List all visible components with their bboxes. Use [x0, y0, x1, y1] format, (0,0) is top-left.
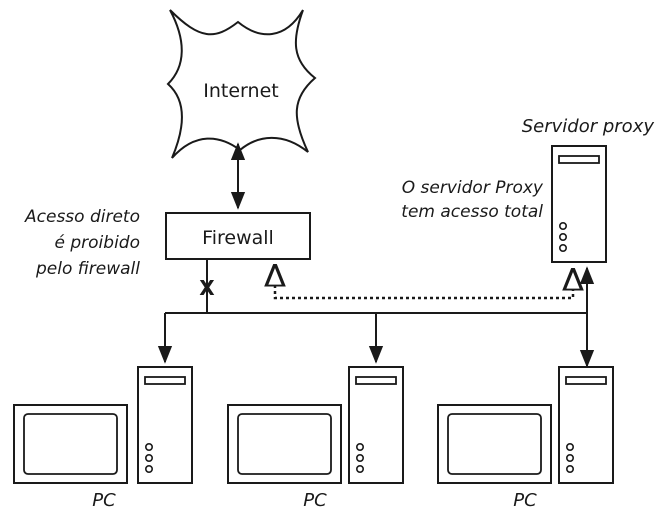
pc-label: PC — [513, 490, 537, 511]
proxy-server-icon — [551, 145, 607, 263]
firewall-label: Firewall — [202, 227, 274, 249]
proxy-firewall-path — [275, 266, 573, 300]
proxy-title: Servidor proxy — [522, 116, 655, 137]
tower-icon — [137, 366, 193, 484]
proxy-note-line2: tem acesso total — [401, 202, 543, 222]
tower-icon — [558, 366, 614, 484]
tower-icon — [348, 366, 404, 484]
internet-label: Internet — [203, 80, 278, 102]
blocked-note-line2: é proibido — [55, 233, 140, 253]
pc-label: PC — [92, 490, 116, 511]
blocked-marker: X — [199, 276, 215, 300]
blocked-note-line3: pelo firewall — [35, 259, 140, 279]
pc-label: PC — [303, 490, 327, 511]
firewall-box: Firewall — [165, 212, 311, 260]
proxy-note-line1: O servidor Proxy — [402, 178, 544, 198]
pc-1: PC — [13, 366, 193, 511]
pc-2: PC — [227, 366, 404, 511]
pc-3: PC — [437, 366, 614, 511]
internet-cloud: Internet — [166, 9, 317, 159]
blocked-note-line1: Acesso direto — [24, 207, 140, 227]
